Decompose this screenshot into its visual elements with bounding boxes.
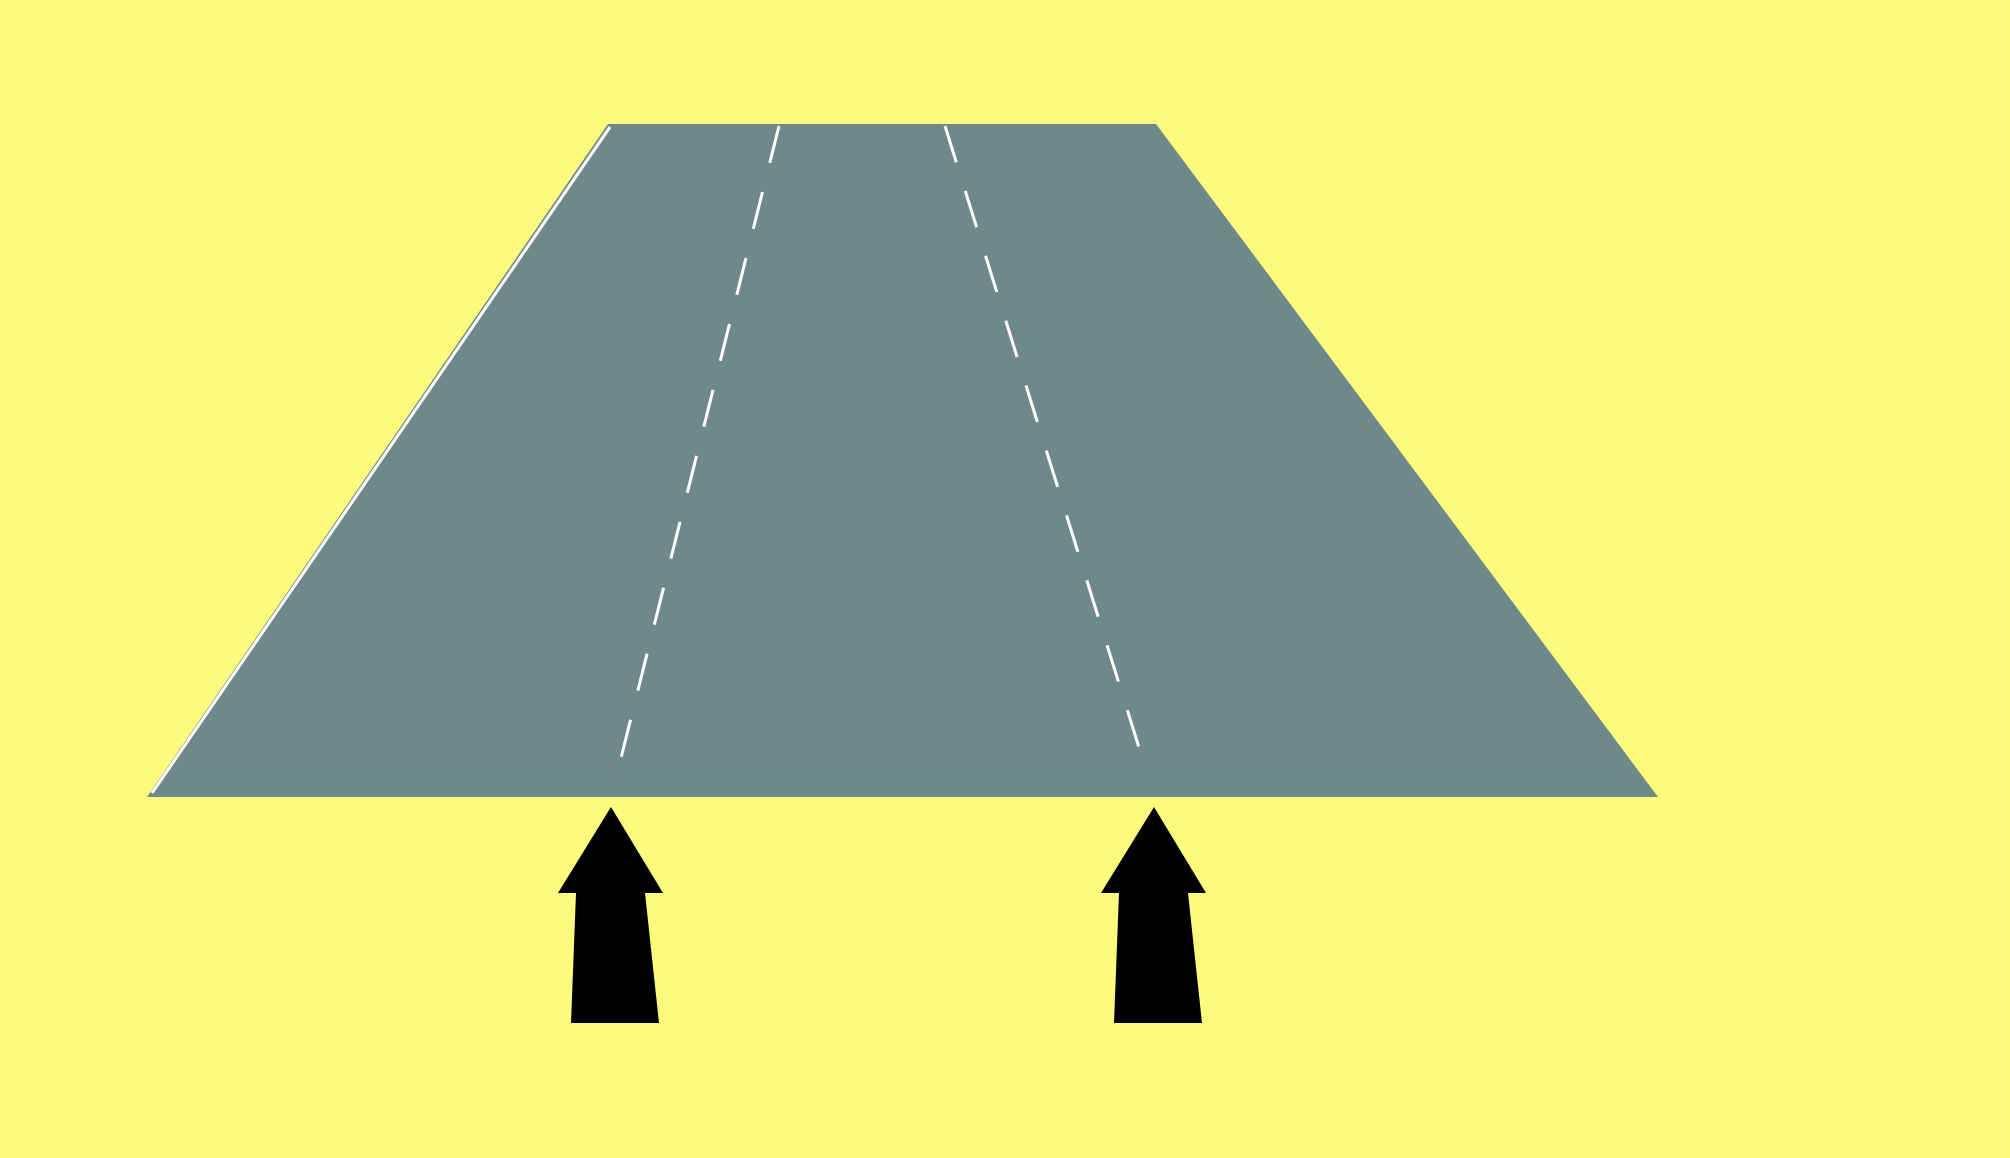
arrow-up-icon bbox=[1101, 807, 1206, 1023]
lane-divider-left bbox=[616, 125, 781, 771]
arrow-up-icon bbox=[558, 807, 663, 1023]
lane-divider-right bbox=[943, 125, 1148, 771]
road-surface bbox=[147, 124, 1658, 797]
road-edge-marking-left bbox=[150, 126, 612, 794]
